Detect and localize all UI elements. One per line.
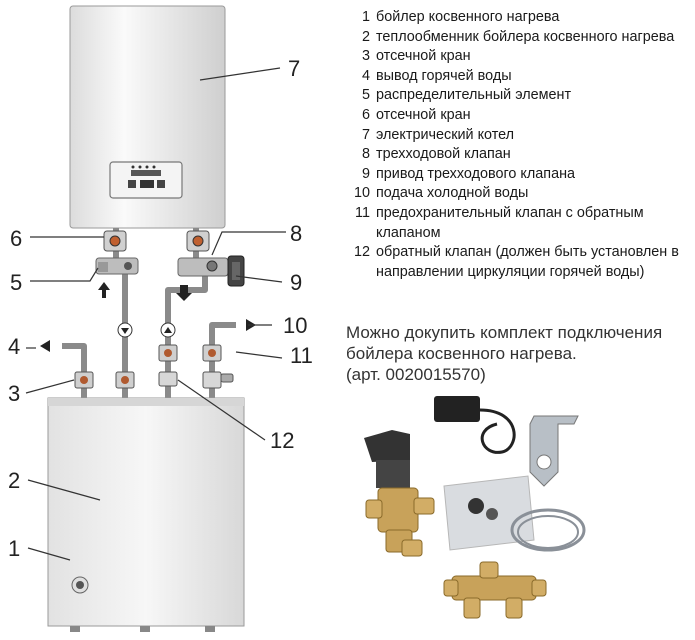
schematic-diagram: 1 2 3 4 5 6 7 8 9 10 11 12	[8, 5, 313, 632]
kit-note-line-2: бойлера косвенного нагрева.	[346, 344, 577, 363]
kit-note-line-3: (арт. 0020015570)	[346, 365, 486, 384]
connection-kit-photo	[364, 396, 586, 619]
callout-9: 9	[290, 270, 302, 295]
kit-note-line-1: Можно докупить комплект подключения	[346, 323, 663, 342]
brass-distribution-element	[451, 575, 537, 601]
callout-5: 5	[10, 270, 22, 295]
callout-7: 7	[288, 56, 300, 81]
leader-lines	[25, 67, 286, 561]
callout-1: 1	[8, 536, 20, 561]
three-way-valve	[177, 230, 229, 277]
brass-valve	[377, 487, 419, 533]
callout-3: 3	[8, 381, 20, 406]
valve-actuator	[227, 255, 245, 287]
actuator-cable	[479, 408, 516, 454]
sensor-cable	[510, 508, 586, 552]
distribution-element	[95, 230, 139, 275]
flow-arrows	[40, 282, 256, 352]
kit-note: Можно докупить комплект подключения бойл…	[346, 322, 691, 385]
actuator-head	[434, 396, 480, 422]
callout-12: 12	[270, 428, 294, 453]
tank-valves	[74, 344, 234, 389]
indirect-boiler-tank	[47, 397, 245, 632]
electric-boiler	[69, 5, 226, 229]
callout-numbers: 1 2 3 4 5 6 7 8 9 10 11 12	[8, 56, 313, 561]
callout-11: 11	[290, 343, 313, 368]
heat-exchanger-coil	[100, 400, 205, 582]
callout-10: 10	[283, 313, 307, 338]
mounting-bracket	[529, 415, 579, 487]
callout-8: 8	[290, 221, 302, 246]
callout-2: 2	[8, 468, 20, 493]
callout-4: 4	[8, 334, 20, 359]
callout-6: 6	[10, 226, 22, 251]
control-panel-display	[128, 165, 165, 188]
valve-actuator-photo	[364, 430, 410, 462]
